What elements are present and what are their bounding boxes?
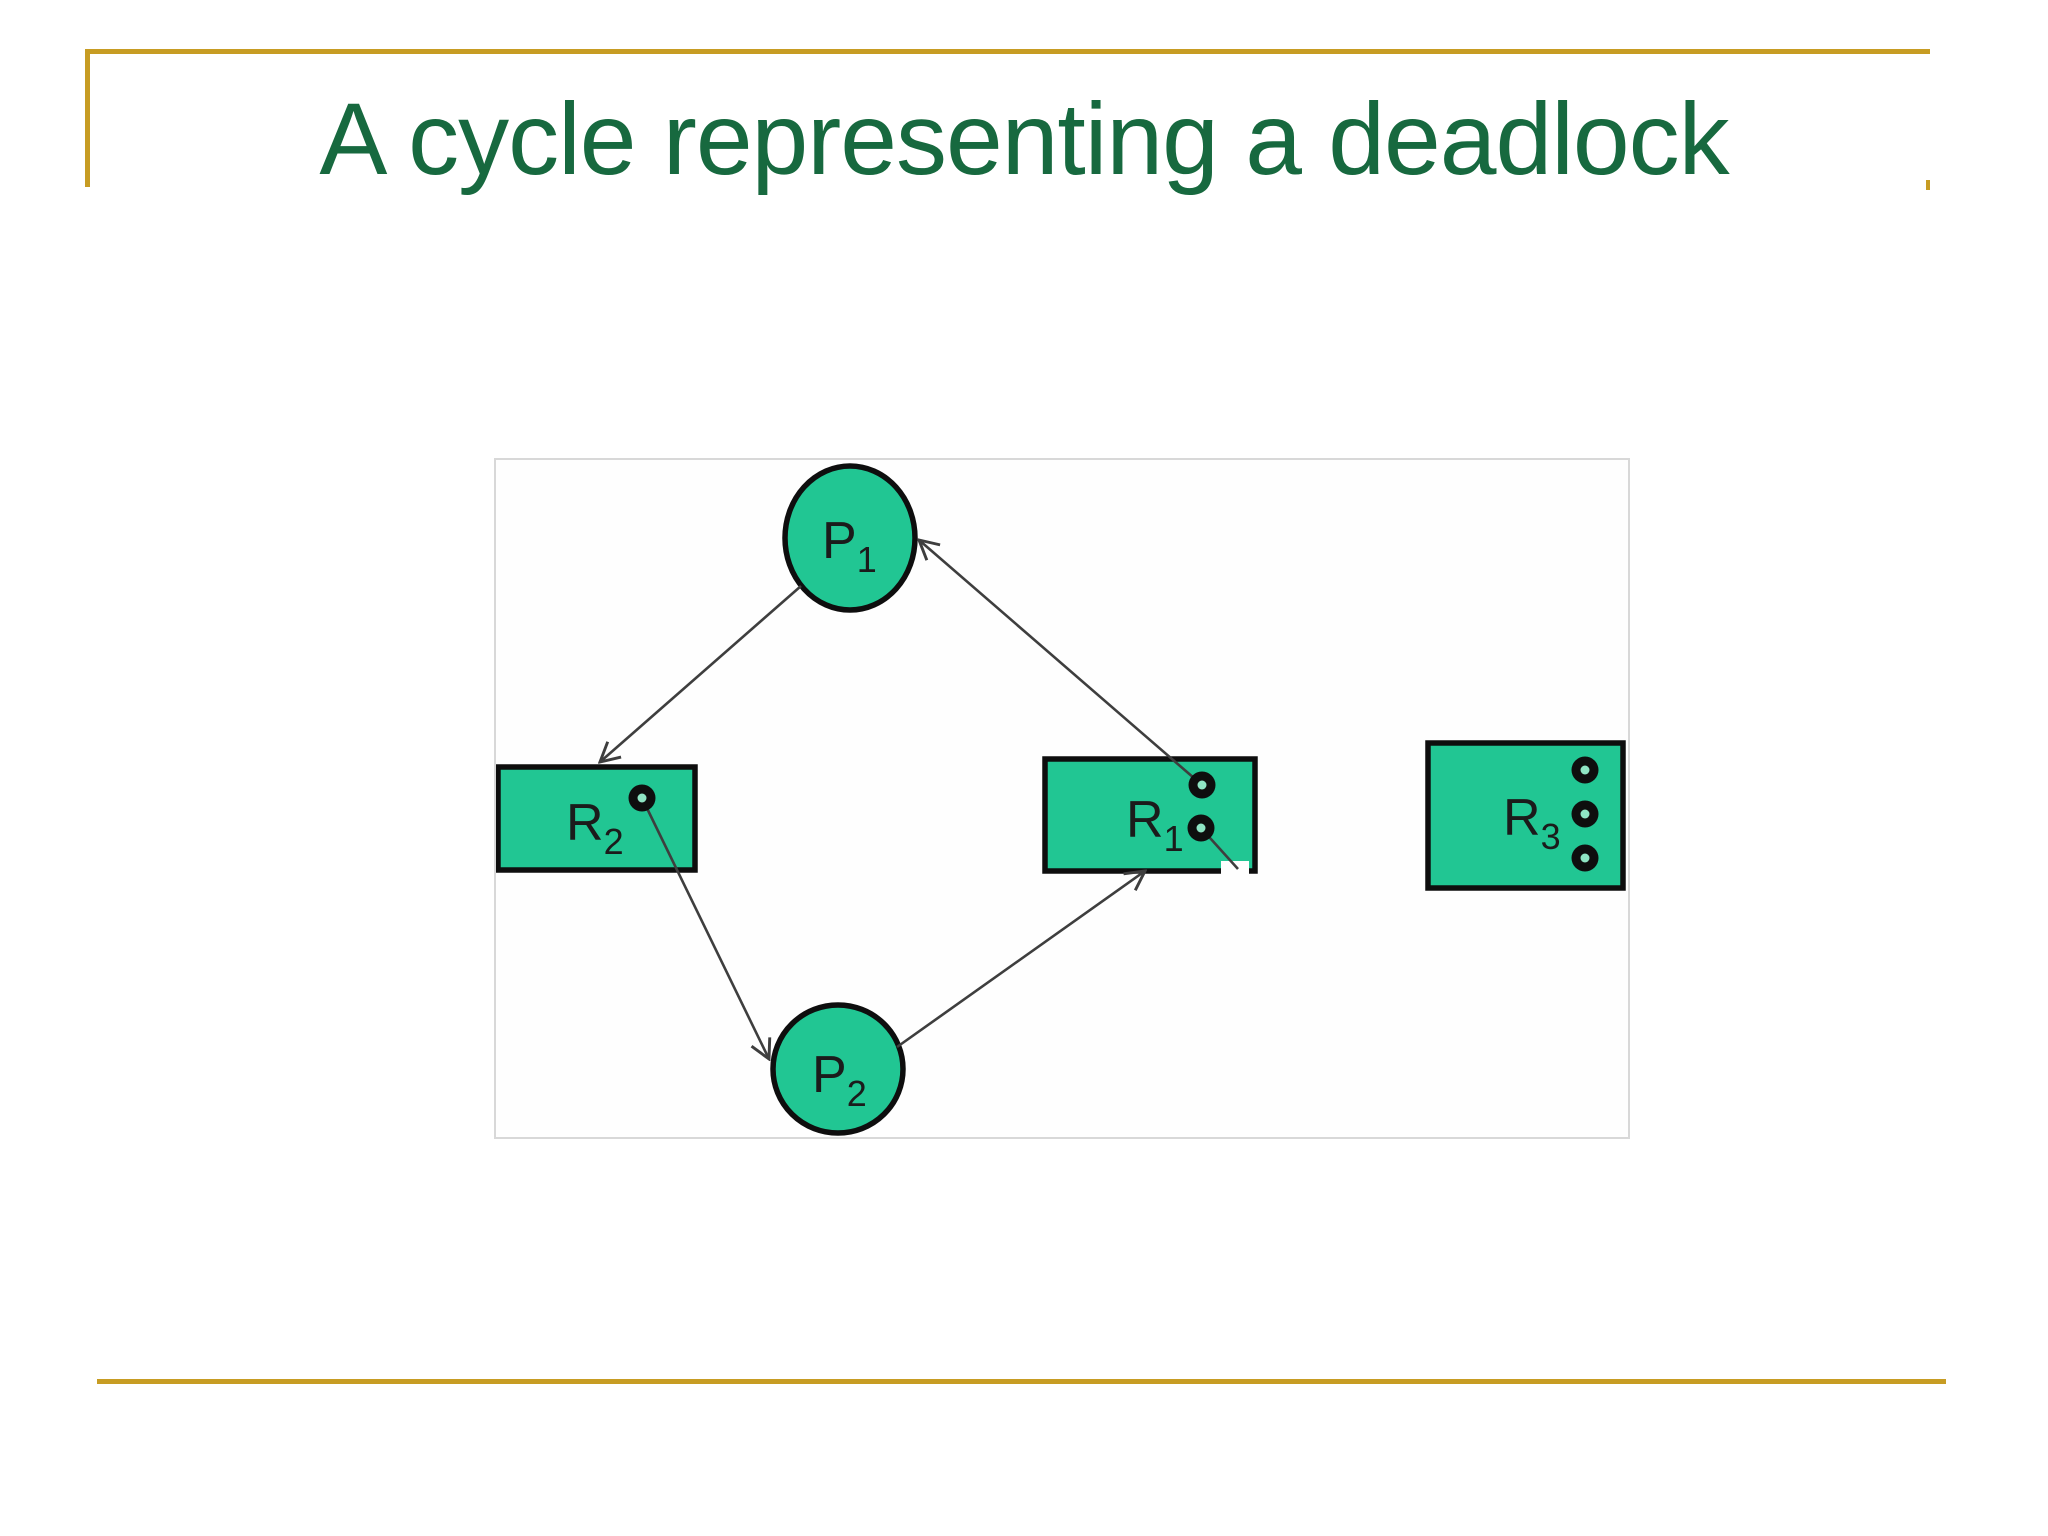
process-node-p1 [782, 463, 918, 613]
slide-title: A cycle representing a deadlock [319, 82, 1729, 196]
edge-r2-assigned-p2 [640, 797, 769, 1059]
edge-p2-requests-r1 [896, 871, 1145, 1049]
resource-instance-dot-center-r3 [1580, 809, 1590, 819]
resource-node-r1 [1042, 756, 1258, 874]
right-tick [1926, 180, 1930, 190]
resource-node-r2 [496, 764, 698, 873]
resource-instance-dot-center-r1 [1196, 823, 1206, 833]
left-rule [85, 49, 90, 187]
process-node-p2 [770, 1002, 906, 1136]
resource-label-r1: R1 [1126, 791, 1184, 859]
resource-label-r3: R3 [1503, 789, 1561, 857]
resource-instance-dot-center-r3 [1580, 765, 1590, 775]
edge-p1-requests-r2 [600, 585, 802, 762]
resource-label-r2: R2 [566, 794, 624, 862]
bottom-rule [97, 1379, 1946, 1384]
edge-r1-assigned-p1 [919, 540, 1203, 786]
resource-instance-dot-center-r3 [1580, 853, 1590, 863]
border-notch [1221, 861, 1249, 876]
process-label-p1: P1 [822, 512, 877, 580]
process-label-p2: P2 [812, 1046, 867, 1114]
resource-instance-dot-center-r1 [1197, 780, 1207, 790]
resource-instance-dot-center-r2 [637, 793, 647, 803]
top-rule [85, 49, 1930, 54]
